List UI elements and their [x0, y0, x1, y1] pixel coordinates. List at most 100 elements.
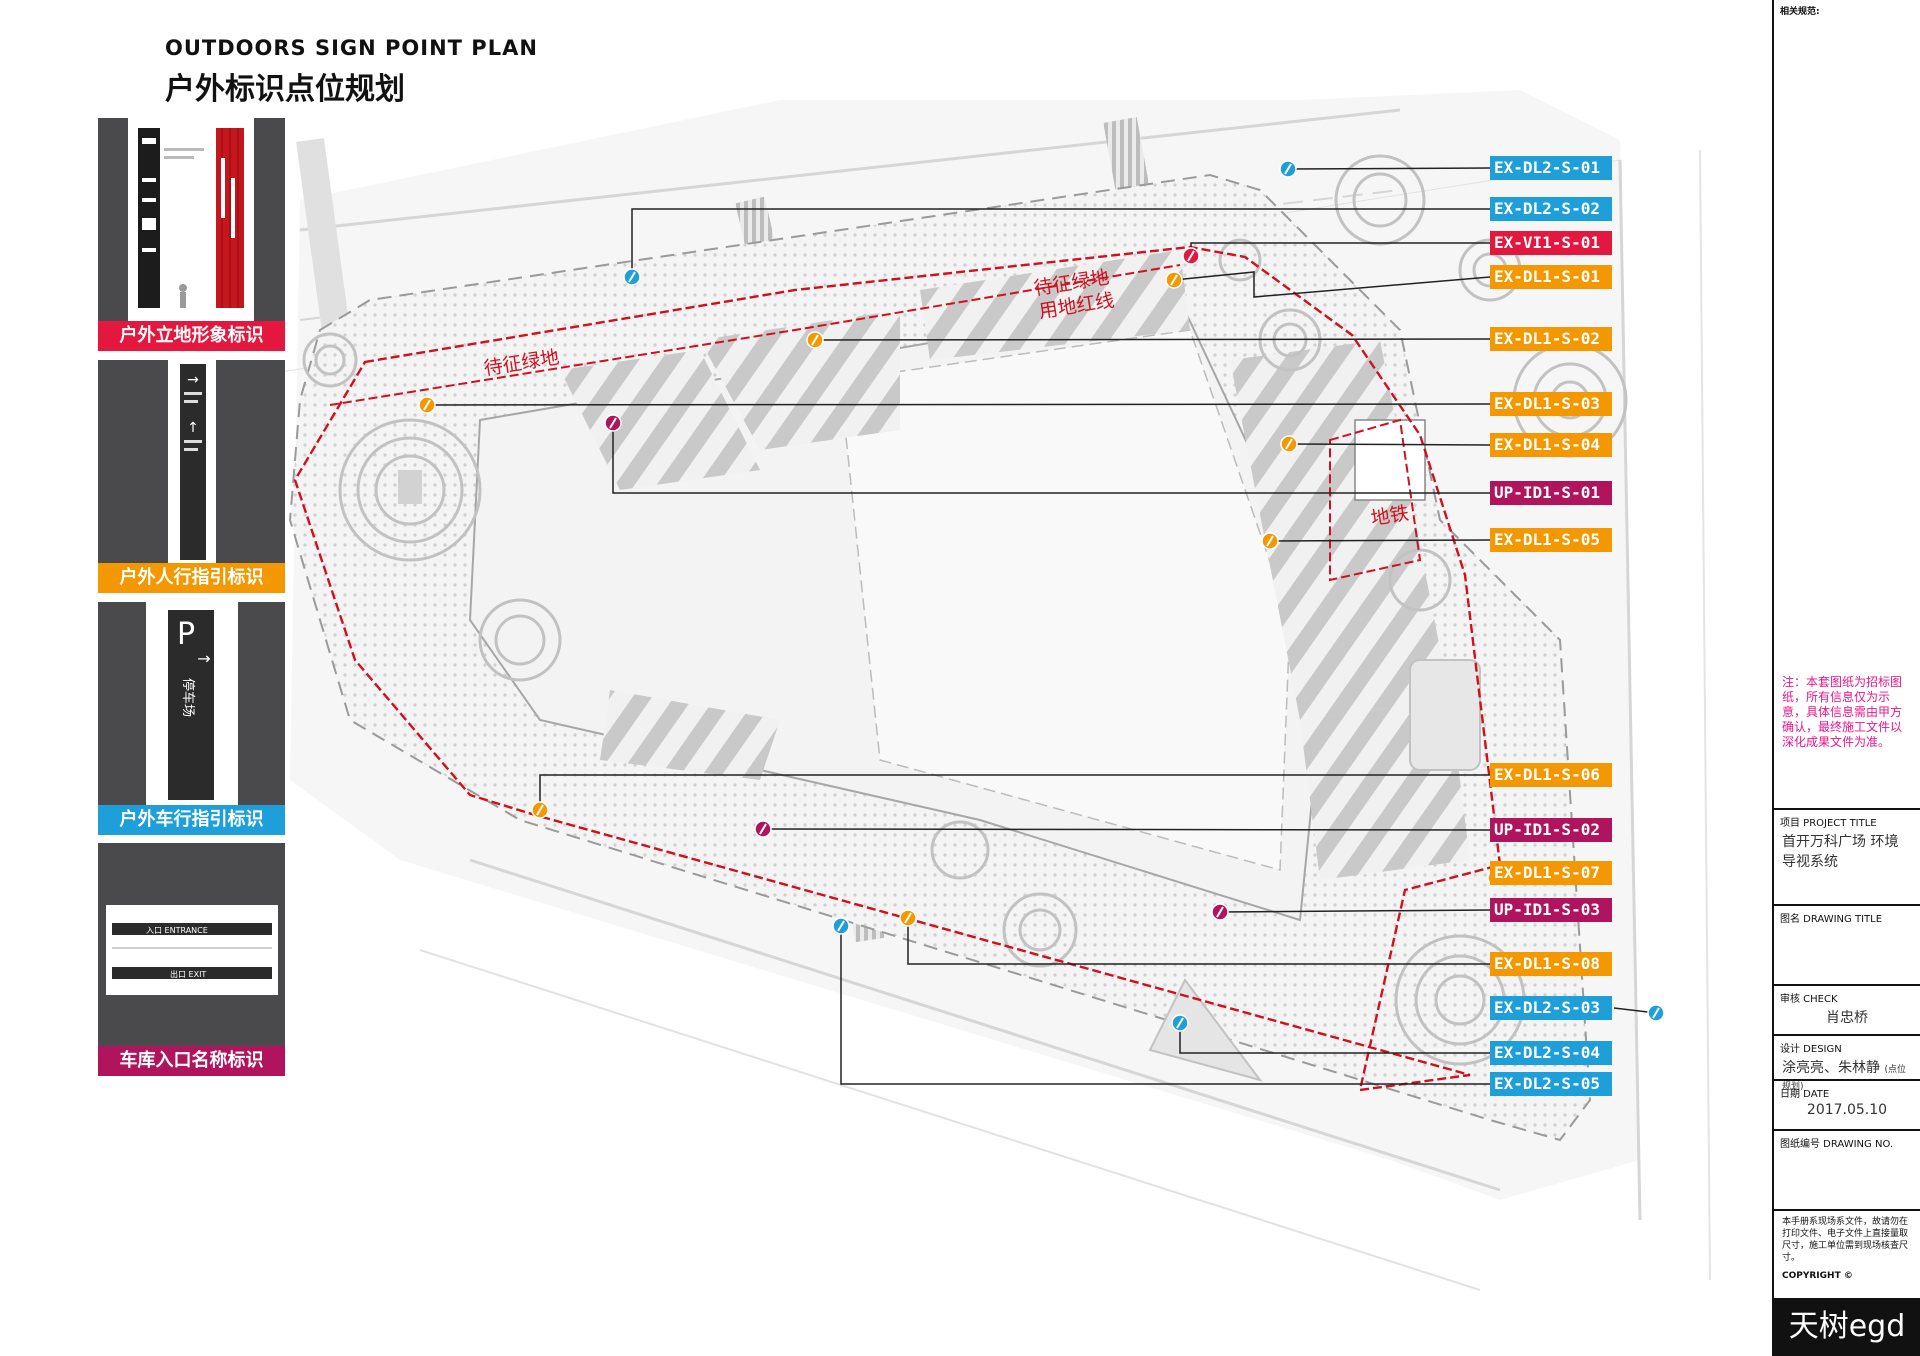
callout-tag-ex-dl2-s-04[interactable]: EX-DL2-S-04 [1490, 1041, 1612, 1065]
sign-marker[interactable] [623, 268, 641, 286]
leader-line [1269, 539, 1491, 542]
tb-design-label: 设计 DESIGN [1780, 1044, 1842, 1055]
tb-date-value: 2017.05.10 [1806, 1102, 1888, 1118]
callout-tag-up-id1-s-02[interactable]: UP-ID1-S-02 [1490, 818, 1612, 842]
sign-marker[interactable] [1171, 1014, 1189, 1032]
sign-marker[interactable] [832, 917, 850, 935]
tb-check-value: 肖忠桥 [1826, 1010, 1868, 1026]
sign-marker[interactable] [806, 331, 824, 349]
sign-marker-slash [536, 804, 544, 816]
sign-marker[interactable] [531, 801, 549, 819]
tb-project-label: 项目 PROJECT TITLE [1780, 818, 1877, 829]
tb-copyright-label: COPYRIGHT © [1782, 1271, 1853, 1281]
leader-line [762, 828, 1491, 831]
sign-marker[interactable] [754, 820, 772, 838]
tb-note: 注：本套图纸为招标图纸，所有信息仅为示意，具体信息需由甲方确认，最终施工文件以深… [1782, 675, 1903, 749]
leader-line [612, 423, 1490, 494]
legend-card-pedestrian-sign: → ↑ 户外人行指引标识 [98, 360, 285, 593]
legend-caption-image-sign: 户外立地形象标识 [98, 321, 285, 351]
sign-marker[interactable] [418, 396, 436, 414]
callout-tag-ex-dl1-s-07[interactable]: EX-DL1-S-07 [1490, 861, 1612, 885]
vehicle-sign-illustration: P → 停车场 [146, 602, 238, 805]
garage-exit-label: 出口 EXIT [170, 969, 206, 979]
leader-line [631, 208, 1490, 277]
sign-marker-slash [1652, 1007, 1660, 1019]
legend-caption-pedestrian-sign: 户外人行指引标识 [98, 563, 285, 593]
tb-date-label: 日期 DATE [1780, 1089, 1830, 1100]
tb-number-value [1774, 1150, 1920, 1154]
callout-tag-ex-dl2-s-02[interactable]: EX-DL2-S-02 [1490, 197, 1612, 221]
title-block: 相关规范: 注：本套图纸为招标图纸，所有信息仅为示意，具体信息需由甲方确认，最终… [1772, 0, 1920, 1356]
sign-marker[interactable] [604, 414, 622, 432]
leader-line [1173, 271, 1491, 298]
sign-marker[interactable] [1182, 247, 1200, 265]
sign-marker-slash [904, 912, 912, 924]
tb-project: 项目 PROJECT TITLE 首开万科广场 环境导视系统 [1774, 810, 1920, 906]
tb-copyright-text: 本手册系现场系文件，故请勿在打印文件、电子文件上直接量取尺寸，施工单位需到现场核… [1782, 1217, 1909, 1263]
legend-caption-vehicle-sign: 户外车行指引标识 [98, 805, 285, 835]
tb-design-sub: (点位规划) [1782, 1065, 1906, 1092]
callout-tag-ex-dl1-s-04[interactable]: EX-DL1-S-04 [1490, 433, 1612, 457]
tb-number-label: 图纸编号 DRAWING NO. [1780, 1139, 1894, 1150]
tb-design-names: 涂亮亮、朱林静 [1782, 1060, 1880, 1076]
garage-entrance-label: 入口 ENTRANCE [146, 926, 208, 935]
sign-marker-slash [811, 334, 819, 346]
property-red-line [293, 245, 1502, 1092]
tb-drawing-value [1774, 925, 1920, 929]
callout-tag-ex-dl1-s-08[interactable]: EX-DL1-S-08 [1490, 952, 1612, 976]
leader-line [840, 926, 1490, 1085]
callout-tag-ex-dl2-s-03[interactable]: EX-DL2-S-03 [1490, 996, 1612, 1020]
callout-tag-ex-dl1-s-02[interactable]: EX-DL1-S-02 [1490, 327, 1612, 351]
sign-marker-slash [1170, 274, 1178, 286]
leader-line [1288, 443, 1491, 446]
tb-check-label: 审核 CHECK [1780, 994, 1838, 1005]
callout-tag-ex-dl2-s-05[interactable]: EX-DL2-S-05 [1490, 1072, 1612, 1096]
sign-marker-slash [1266, 535, 1274, 547]
legend-card-garage-sign: 入口 ENTRANCE 出口 EXIT 车库入口名称标识 [98, 843, 285, 1076]
tb-copyright: 本手册系现场系文件，故请勿在打印文件、电子文件上直接量取尺寸，施工单位需到现场核… [1774, 1216, 1920, 1282]
callout-tag-ex-dl1-s-05[interactable]: EX-DL1-S-05 [1490, 528, 1612, 552]
tb-related-spec: 相关规范: 注：本套图纸为招标图纸，所有信息仅为示意，具体信息需由甲方确认，最终… [1774, 0, 1920, 810]
sign-marker[interactable] [899, 909, 917, 927]
totem-sign-illustration [128, 118, 254, 321]
leader-line [814, 338, 1491, 341]
page-title-cn: 户外标识点位规划 [165, 72, 405, 107]
legend-card-image-sign: 户外立地形象标识 [98, 118, 285, 351]
callout-tag-ex-dl1-s-03[interactable]: EX-DL1-S-03 [1490, 392, 1612, 416]
page-title-en: OUTDOORS SIGN POINT PLAN [165, 36, 538, 60]
callout-tag-ex-vi1-s-01[interactable]: EX-VI1-S-01 [1490, 231, 1612, 255]
callout-tag-ex-dl2-s-01[interactable]: EX-DL2-S-01 [1490, 156, 1612, 180]
tb-drawing-label: 图名 DRAWING TITLE [1780, 914, 1883, 925]
sign-marker-slash [628, 271, 636, 283]
tb-number: 图纸编号 DRAWING NO. [1774, 1131, 1920, 1211]
sign-marker[interactable] [1280, 435, 1298, 453]
sign-marker[interactable] [1165, 271, 1183, 289]
callout-tag-up-id1-s-03[interactable]: UP-ID1-S-03 [1490, 898, 1612, 922]
legend-card-vehicle-sign: P → 停车场 户外车行指引标识 [98, 602, 285, 835]
sign-marker-slash [423, 399, 431, 411]
callout-leaders [426, 167, 1657, 1085]
sign-marker-slash [1216, 906, 1224, 918]
leader-line [907, 918, 1490, 965]
callout-tag-ex-dl1-s-06[interactable]: EX-DL1-S-06 [1490, 763, 1612, 787]
tb-date: 日期 DATE 2017.05.10 [1774, 1081, 1920, 1131]
sign-markers [418, 160, 1665, 1032]
sign-marker[interactable] [1647, 1004, 1665, 1022]
callout-tag-ex-dl1-s-01[interactable]: EX-DL1-S-01 [1490, 265, 1612, 289]
vehicle-p-symbol: P [177, 617, 195, 652]
sign-marker[interactable] [1279, 160, 1297, 178]
pedestrian-arrow-up: ↑ [187, 420, 199, 436]
tb-related-spec-label: 相关规范: [1780, 7, 1820, 17]
sign-marker[interactable] [1211, 903, 1229, 921]
tb-check: 审核 CHECK 肖忠桥 [1774, 986, 1920, 1036]
sign-marker-slash [1176, 1017, 1184, 1029]
sign-marker-slash [1284, 163, 1292, 175]
sign-marker-slash [1187, 250, 1195, 262]
vehicle-arrow: → [197, 649, 210, 668]
callout-tag-up-id1-s-01[interactable]: UP-ID1-S-01 [1490, 481, 1612, 505]
leader-line [1219, 909, 1491, 913]
sign-marker-slash [1285, 438, 1293, 450]
tb-drawing: 图名 DRAWING TITLE [1774, 906, 1920, 986]
garage-sign-illustration: 入口 ENTRANCE 出口 EXIT [106, 905, 278, 995]
sign-marker[interactable] [1261, 532, 1279, 550]
